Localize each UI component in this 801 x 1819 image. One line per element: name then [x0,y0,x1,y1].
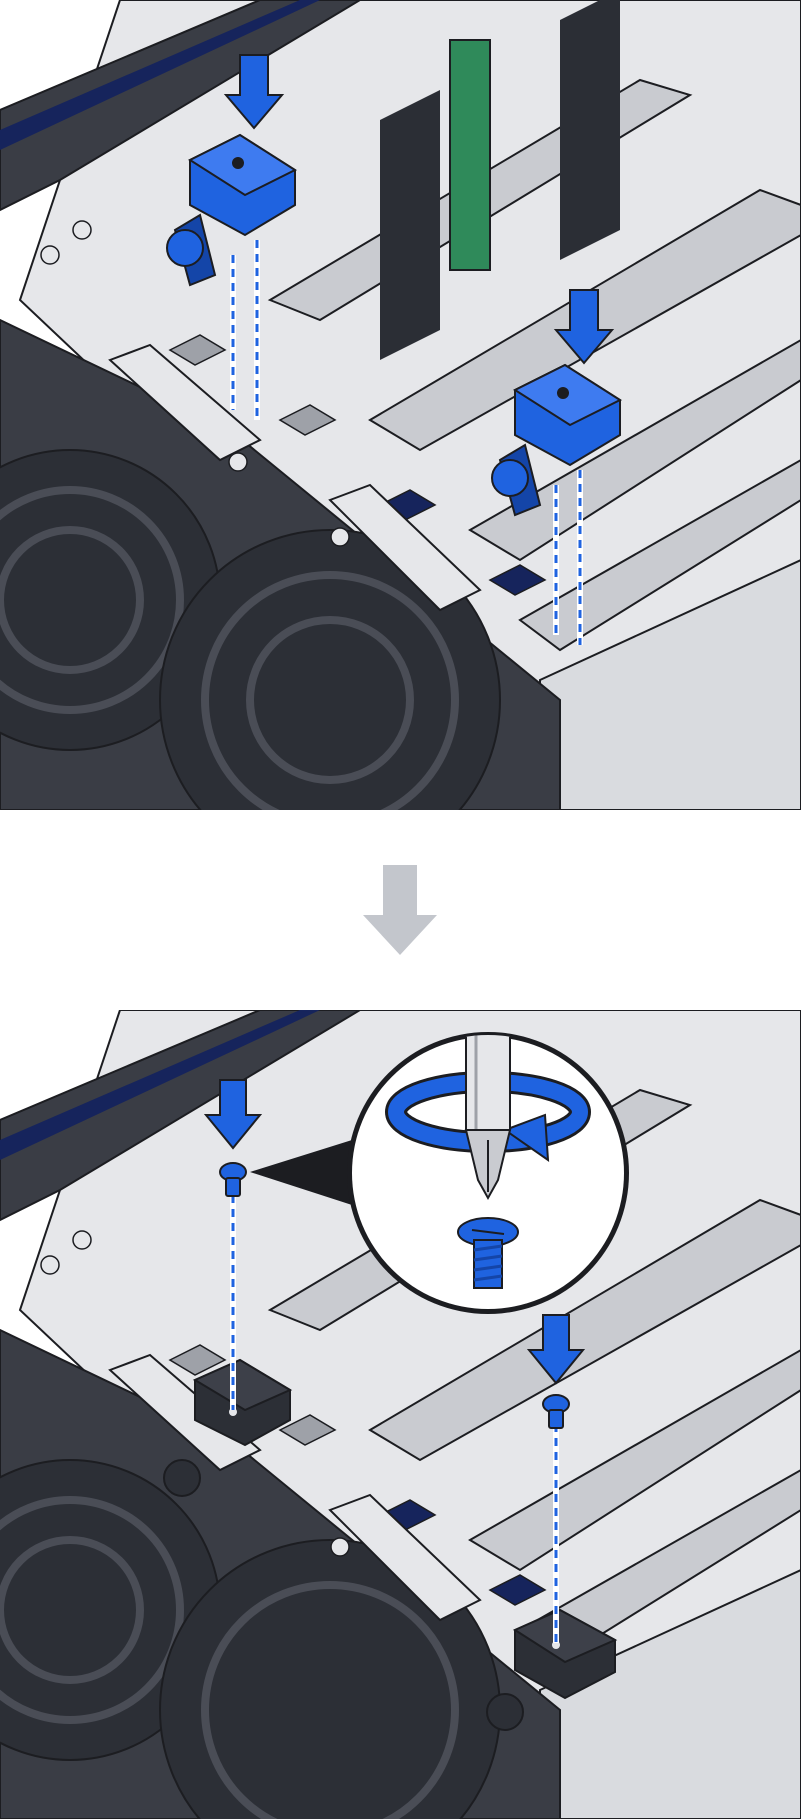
zoom-pointer [250,1140,352,1205]
blue-bracket-left [166,133,298,287]
black-bracket-left [163,1358,293,1497]
drive-sled [0,0,362,212]
chassis-screws [40,220,350,547]
screw-guides [231,1195,558,1643]
screw-icon [219,1162,570,1429]
step-down-arrow-icon [363,865,437,955]
phillips-screwdriver-icon [464,1035,512,1201]
drive-bay-openings [380,0,620,360]
cooling-fans-2 [0,1328,561,1819]
down-arrow-icon [223,54,615,365]
blue-bracket-right [491,363,623,517]
fan-mount-tabs [108,343,482,612]
backplane-pcb [449,39,491,271]
panel-bottom-chassis [0,1010,801,1819]
screw-icon-zoom [457,1217,519,1289]
cooling-fans [0,318,561,810]
panel-top-chassis [0,0,801,810]
drive-sled-2 [0,1010,362,1222]
zoom-detail [347,1032,629,1314]
down-arrow-icon-2 [203,1079,586,1385]
